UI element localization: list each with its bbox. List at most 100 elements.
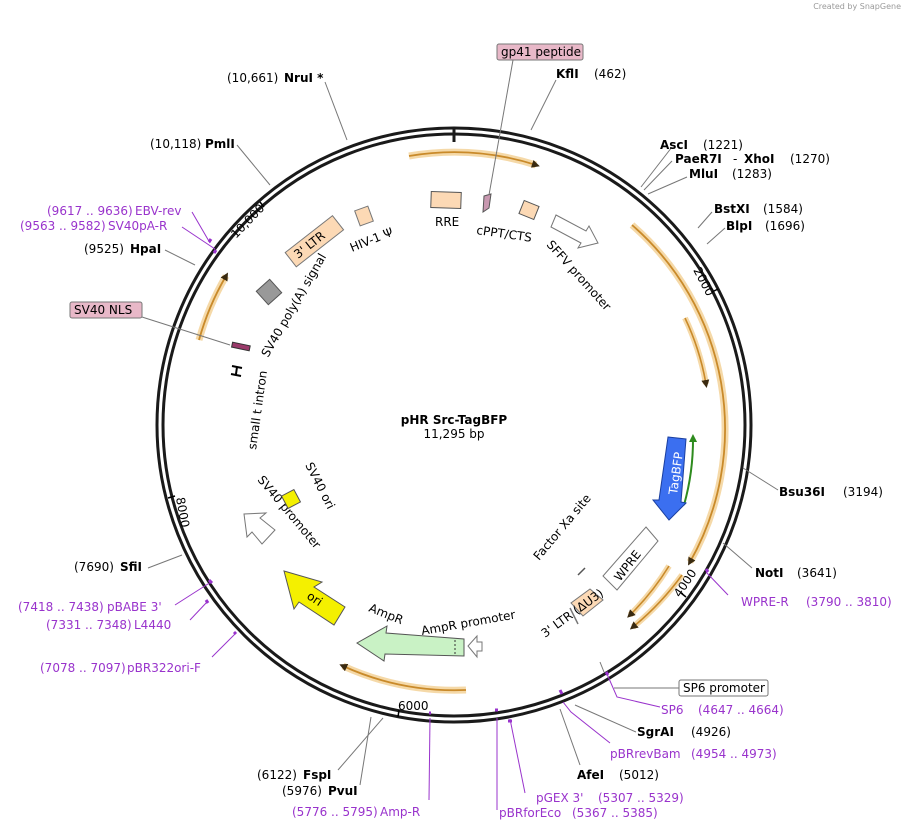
enzyme-paer7i-pos: (1270) xyxy=(790,152,830,166)
enzyme-hpai-pos: (9525) xyxy=(84,242,124,256)
enzyme-afei-pos: (5012) xyxy=(619,768,659,782)
hiv1psi-feature xyxy=(354,205,374,227)
wpre-feature xyxy=(602,526,659,591)
tick-6000 xyxy=(397,709,400,718)
enzyme-noti: NotI xyxy=(755,566,784,580)
primer-sv40pa-r: SV40pA-R xyxy=(108,219,167,233)
enzyme-sfii-pos: (7690) xyxy=(74,560,114,574)
enzyme-sfii: SfiI xyxy=(120,560,142,574)
plasmid-length: 11,295 bp xyxy=(423,427,484,441)
enzyme-bstxi-pos: (1584) xyxy=(763,202,803,216)
enzyme-labels: KflI (462) AscI (1221) PaeR7I - XhoI (12… xyxy=(74,67,883,798)
tick-2000 xyxy=(711,288,719,293)
rre-feature xyxy=(430,190,462,210)
primer-sp6-range: (4647 .. 4664) xyxy=(698,703,784,717)
primer-labels: WPRE-R (3790 .. 3810) SP6 (4647 .. 4664)… xyxy=(18,204,892,820)
ltr-du3-feature xyxy=(570,588,604,617)
orf-arc-left xyxy=(195,274,230,341)
sv40-ori-feature xyxy=(280,488,302,510)
enzyme-fspi: FspI xyxy=(303,768,331,782)
green-arrow xyxy=(683,434,698,506)
enzyme-leaders xyxy=(147,79,779,786)
primer-pbr322ori-f: pBR322ori-F xyxy=(127,661,201,675)
gray-feature xyxy=(255,278,283,306)
ltr3-feature xyxy=(284,214,345,268)
enzyme-pmli: PmlI xyxy=(205,137,235,151)
rre-label: RRE xyxy=(435,215,459,229)
primer-l4440: L4440 xyxy=(134,618,171,632)
enzyme-pmli-pos: (10,118) xyxy=(150,137,201,151)
primer-ebv-rev: EBV-rev xyxy=(135,204,181,218)
enzyme-mlui: MluI xyxy=(689,167,718,181)
sv40-nls-feature xyxy=(230,341,251,352)
primer-sv40pa-r-range: (9563 .. 9582) xyxy=(20,219,106,233)
small-t-intron-label: small t intron xyxy=(245,370,270,451)
primer-amp-r-range: (5776 .. 5795) xyxy=(292,805,378,819)
cppt-feature xyxy=(482,193,492,213)
primer-pbr322ori-f-range: (7078 .. 7097) xyxy=(40,661,126,675)
primer-sp6: SP6 xyxy=(661,703,684,717)
enzyme-paer7i: PaeR7I xyxy=(675,152,722,166)
svg-text:SV40 NLS: SV40 NLS xyxy=(74,303,132,317)
sffv-label: SFFV promoter xyxy=(544,238,614,314)
enzyme-nrui-pos: (10,661) xyxy=(227,71,278,85)
tagbfp-arrow xyxy=(651,436,688,521)
gp41-callout: gp41 peptide xyxy=(488,43,584,196)
enzyme-fspi-pos: (6122) xyxy=(257,768,297,782)
sv40-ori-label: SV40 ori xyxy=(302,460,337,511)
enzyme-xhoi: XhoI xyxy=(744,152,775,166)
svg-text:gp41 peptide: gp41 peptide xyxy=(501,45,581,59)
sv40-promoter-arrow xyxy=(243,512,276,545)
svg-text:SP6 promoter: SP6 promoter xyxy=(683,681,765,695)
primer-pbrforeco: pBRforEco xyxy=(499,806,561,820)
enzyme-bsu36i: Bsu36I xyxy=(779,485,825,499)
enzyme-nrui: NruI * xyxy=(284,71,324,85)
plasmid-name: pHR Src-TagBFP xyxy=(401,413,508,427)
ampr-promoter-arrow xyxy=(467,634,483,659)
orf-arc-lower-right-a xyxy=(627,564,672,618)
tagbfp-label: TagBFP xyxy=(666,451,686,496)
enzyme-sgrai: SgrAI xyxy=(637,725,674,739)
orf-arcs xyxy=(195,148,729,694)
enzyme-bstxi: BstXI xyxy=(714,202,750,216)
ampr-label: AmpR xyxy=(367,601,405,627)
tick-8000 xyxy=(167,495,176,499)
primer-pbabe3-range: (7418 .. 7438) xyxy=(18,600,104,614)
orf-arc-bottom xyxy=(341,662,467,694)
tick-label-10000: 10,000 xyxy=(228,201,267,241)
primer-pbrforeco-range: (5367 .. 5385) xyxy=(572,806,658,820)
enzyme-pvui-pos: (5976) xyxy=(282,784,322,798)
hiv1psi-label: HIV-1 Ψ xyxy=(348,225,395,255)
enzyme-blpi: BlpI xyxy=(726,219,752,233)
tick-10000 xyxy=(259,201,265,208)
primer-wpre-r-range: (3790 .. 3810) xyxy=(806,595,892,609)
primer-pgex3-range: (5307 .. 5329) xyxy=(598,791,684,805)
tick-label-6000: 6000 xyxy=(398,699,429,713)
ori-arrow xyxy=(283,570,346,626)
primer-pbrrevbam: pBRrevBam xyxy=(610,747,681,761)
factorxa-marker xyxy=(577,567,586,576)
enzyme-blpi-pos: (1696) xyxy=(765,219,805,233)
factorxa-label: Factor Xa site xyxy=(531,491,594,563)
ltr-du3-label: 3' LTR (ΔU3) xyxy=(539,586,607,640)
sv40-polya-label: SV40 poly(A) signal xyxy=(258,251,329,359)
enzyme-paer7i-sep: - xyxy=(733,152,737,166)
primer-amp-r: Amp-R xyxy=(380,805,420,819)
primer-l4440-range: (7331 .. 7348) xyxy=(46,618,132,632)
primer-ebv-rev-range: (9617 .. 9636) xyxy=(47,204,133,218)
primer-pbrrevbam-range: (4954 .. 4973) xyxy=(691,747,777,761)
primer-pbabe3: pBABE 3' xyxy=(107,600,162,614)
primer-wpre-r: WPRE-R xyxy=(741,595,789,609)
enzyme-hpai: HpaI xyxy=(130,242,161,256)
enzyme-sgrai-pos: (4926) xyxy=(691,725,731,739)
primer-pgex3: pGEX 3' xyxy=(536,791,583,805)
sffv-promoter-arrow xyxy=(550,214,599,249)
small-t-intron-marker xyxy=(230,365,243,377)
enzyme-afei: AfeI xyxy=(577,768,604,782)
enzyme-kfli-pos: (462) xyxy=(594,67,626,81)
sv40nls-callout: SV40 NLS xyxy=(69,301,231,346)
tick-4000 xyxy=(680,592,687,598)
enzyme-mlui-pos: (1283) xyxy=(732,167,772,181)
sp6promoter-callout: SP6 promoter xyxy=(614,679,769,697)
